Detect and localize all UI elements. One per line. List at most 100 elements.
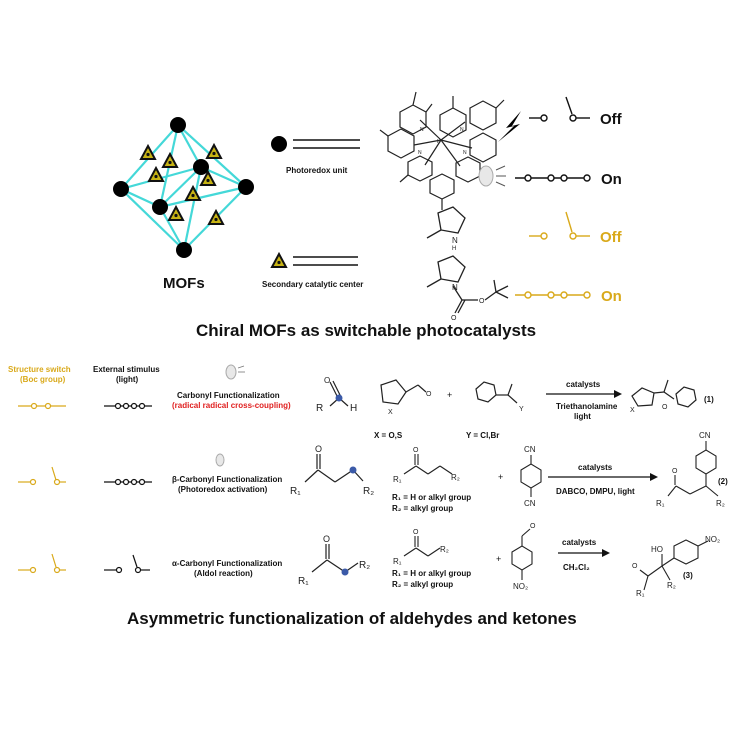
svg-text:R₂: R₂ <box>363 486 374 497</box>
flashlight-icon <box>225 364 245 380</box>
iridium-complex-structure <box>379 91 505 210</box>
row2-title: β-Carbonyl Functionalization <box>172 475 282 484</box>
svg-text:R₂: R₂ <box>451 473 460 482</box>
svg-text:R₁: R₁ <box>393 475 402 484</box>
svg-text:R₁: R₁ <box>636 589 645 598</box>
row2-switch-open-gold <box>18 466 66 486</box>
product3-ho: HO <box>651 545 663 554</box>
lightning-icon <box>498 111 521 142</box>
switch-open-gold <box>529 211 590 240</box>
external-stimulus-label: External stimulus <box>93 365 160 374</box>
nitrobenzaldehyde-structure <box>511 528 533 580</box>
svg-text:O: O <box>413 529 419 536</box>
mof-node <box>113 117 254 258</box>
row3-r2-def: R₂ = alkyl group <box>392 580 453 589</box>
svg-text:O: O <box>632 563 638 570</box>
svg-text:O: O <box>315 444 322 454</box>
cn-bottom: CN <box>524 499 536 508</box>
plus-sign: + <box>498 472 503 482</box>
row1-arrowhead <box>614 390 622 398</box>
dicyanobenzene-structure <box>520 455 542 497</box>
row1-title: Carbonyl Functionalization <box>177 391 280 400</box>
svg-text:R₂: R₂ <box>359 560 370 571</box>
svg-text:X: X <box>630 407 635 414</box>
svg-text:O: O <box>413 447 419 454</box>
aldehyde-structure <box>329 380 349 407</box>
row2-switch-closed-black <box>104 478 152 486</box>
svg-text:Y: Y <box>519 406 524 413</box>
row3-title: α-Carbonyl Functionalization <box>172 559 282 568</box>
svg-text:N: N <box>420 127 424 133</box>
state-on-2: On <box>601 288 622 305</box>
row1-switch-closed-gold <box>18 402 66 410</box>
row1-conditions-1: Triethanolamine <box>556 402 618 411</box>
ketone-small-2 <box>403 454 453 475</box>
product2-structure <box>667 441 719 497</box>
svg-text:O: O <box>323 534 330 544</box>
svg-text:R: R <box>316 403 323 414</box>
svg-text:R₂: R₂ <box>716 499 725 508</box>
svg-text:R₂: R₂ <box>440 545 449 554</box>
row2-conditions: DABCO, DMPU, light <box>556 487 635 496</box>
nitro-label: NO₂ <box>513 582 528 591</box>
photoredox-legend <box>271 136 360 152</box>
product2-cn: CN <box>699 431 711 440</box>
state-off-2: Off <box>600 229 623 246</box>
photoredox-label: Photoredox unit <box>286 166 348 175</box>
svg-text:N: N <box>418 150 422 156</box>
ketone-structure-2 <box>304 454 364 483</box>
row2-catalyst: catalysts <box>578 463 613 472</box>
row1-subtitle: (radical radical cross-coupling) <box>172 401 291 410</box>
svg-text:R₁: R₁ <box>298 576 309 587</box>
svg-text:O: O <box>530 523 536 530</box>
row1-x-label: X = O,S <box>374 431 403 440</box>
secondary-center-legend <box>271 253 358 268</box>
switch-closed-black <box>515 174 591 182</box>
structure-switch-label: Structure switch <box>8 365 71 374</box>
product3-structure <box>639 539 709 591</box>
svg-text:H: H <box>350 403 357 414</box>
top-heading: Chiral MOFs as switchable photocatalysts <box>196 321 536 340</box>
row3-switch-open-black <box>104 554 150 574</box>
row2-r1-def: R₁ = H or alkyl group <box>392 493 471 502</box>
pyrrolidine-structure <box>426 206 466 239</box>
secondary-center-label: Secondary catalytic center <box>262 280 363 289</box>
svg-text:H: H <box>452 246 456 252</box>
svg-text:N: N <box>452 236 458 245</box>
svg-text:O: O <box>324 376 330 385</box>
row3-switch-open-gold <box>18 553 66 574</box>
flashlight-icon <box>478 165 506 187</box>
row3-r1-def: R₁ = H or alkyl group <box>392 569 471 578</box>
svg-text:X: X <box>388 409 393 416</box>
svg-text:R₁: R₁ <box>656 499 665 508</box>
mof-network <box>113 117 254 258</box>
external-stimulus-sub: (light) <box>116 375 139 384</box>
boc-pyrrolidine-structure <box>426 255 509 314</box>
svg-text:R₁: R₁ <box>290 486 301 497</box>
row1-switch-closed-black <box>104 402 152 410</box>
product1-structure <box>631 379 697 408</box>
row3-arrowhead <box>602 549 610 557</box>
row3-subtitle: (Aldol reaction) <box>194 569 253 578</box>
benzyl-halide-structure <box>475 381 518 404</box>
row3-conditions: CH₂Cl₂ <box>563 563 590 572</box>
svg-text:O: O <box>662 404 668 411</box>
row1-number: (1) <box>704 395 714 404</box>
svg-text:N: N <box>452 283 458 292</box>
mof-label: MOFs <box>163 275 205 292</box>
svg-text:N: N <box>460 127 464 133</box>
svg-text:N: N <box>463 150 467 156</box>
product3-nitro: NO₂ <box>705 535 720 544</box>
svg-text:O: O <box>451 315 457 322</box>
plus-sign: + <box>496 554 501 564</box>
svg-text:O: O <box>426 391 432 398</box>
row2-number: (2) <box>718 477 728 486</box>
svg-text:O: O <box>479 298 485 305</box>
row2-arrowhead <box>650 473 658 481</box>
structure-switch-sub: (Boc group) <box>20 375 66 384</box>
ketone-structure-3 <box>311 544 359 573</box>
switch-closed-gold <box>515 291 591 299</box>
row3-number: (3) <box>683 571 693 580</box>
row2-r2-def: R₂ = alkyl group <box>392 504 453 513</box>
row1-y-label: Y = Cl,Br <box>466 431 499 440</box>
